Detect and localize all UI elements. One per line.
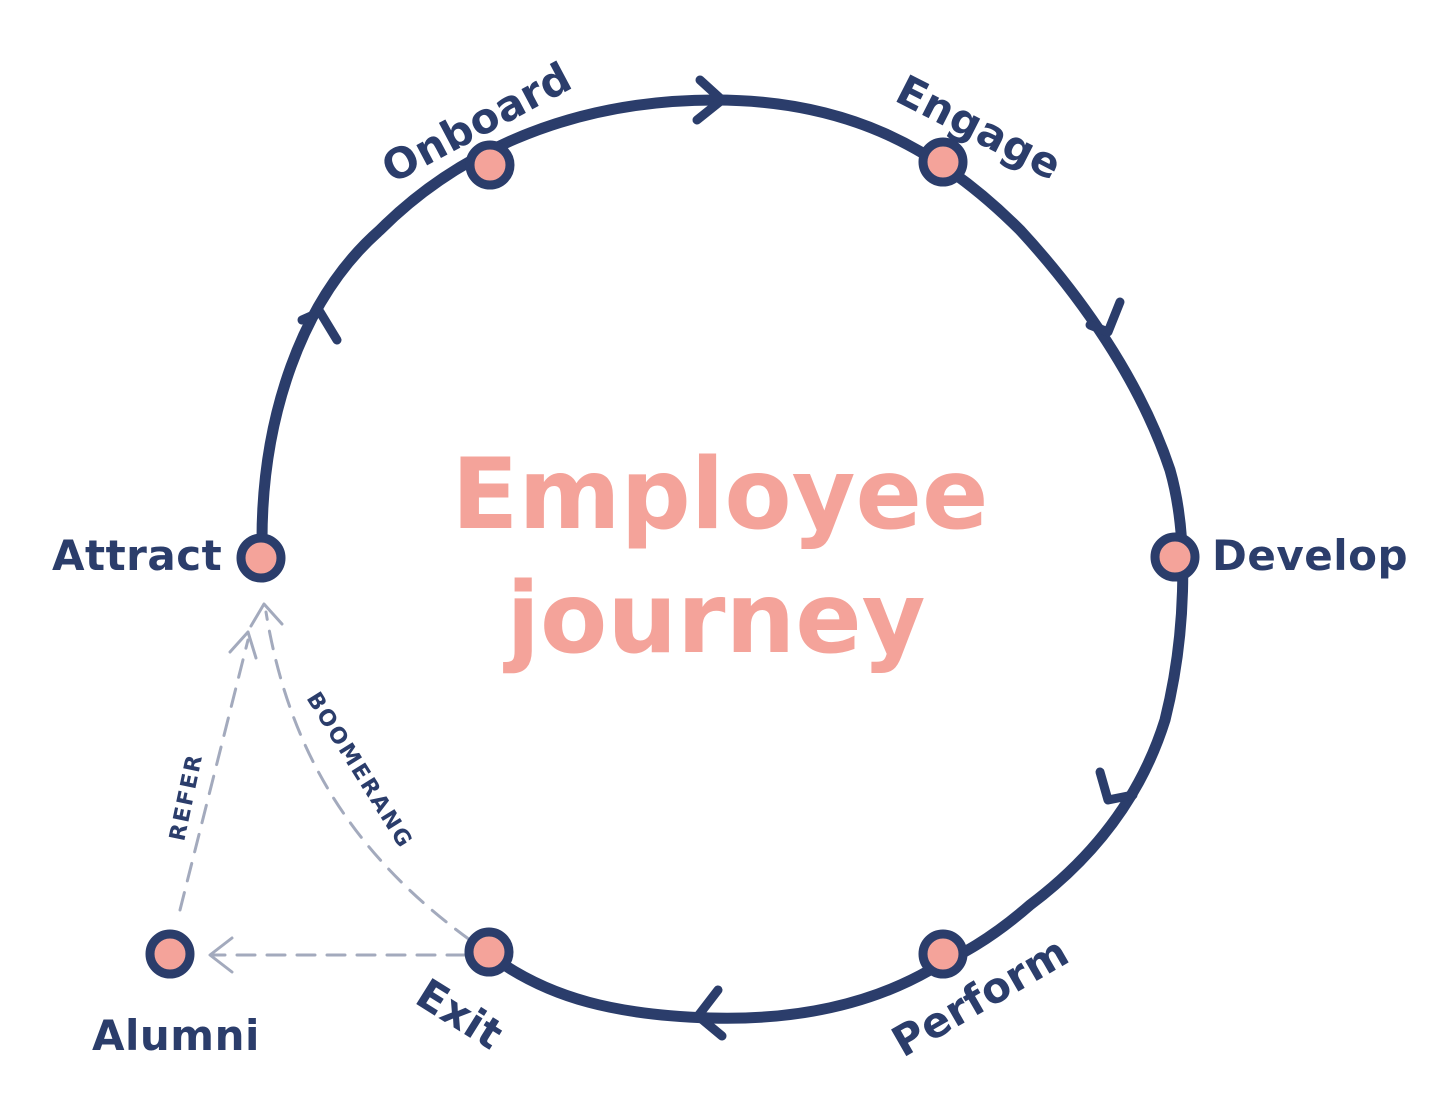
refer-line <box>178 638 250 912</box>
stage-nodes <box>145 137 1200 979</box>
label-boomerang: BOOMERANG <box>301 688 417 853</box>
journey-loop-path <box>256 94 1189 1024</box>
label-exit: Exit <box>408 969 512 1059</box>
node-engage[interactable] <box>918 137 968 187</box>
flow-direction-arrows <box>297 75 1138 1041</box>
node-onboard[interactable] <box>465 140 515 190</box>
arrow-perform-to-exit <box>693 985 727 1041</box>
alumni-arrowhead <box>208 936 234 974</box>
arrow-develop-to-perform <box>1095 767 1138 805</box>
node-attract[interactable] <box>236 533 286 583</box>
refer-arrowhead <box>228 630 258 660</box>
boomerang-line <box>264 610 472 942</box>
label-attract: Attract <box>52 531 222 580</box>
label-engage: Engage <box>888 65 1069 190</box>
label-refer: REFER <box>165 751 208 843</box>
label-alumni: Alumni <box>92 1011 260 1060</box>
boomerang-arrowhead <box>249 602 284 628</box>
label-develop: Develop <box>1212 531 1408 580</box>
center-title-line-1: Employee <box>452 438 989 552</box>
return-arrowheads <box>208 602 284 974</box>
return-flows <box>178 610 472 957</box>
node-perform[interactable] <box>918 929 968 979</box>
node-exit[interactable] <box>464 927 514 977</box>
node-alumni[interactable] <box>145 929 195 979</box>
center-title-line-2: journey <box>502 562 925 676</box>
arrow-onboard-to-engage <box>692 75 727 125</box>
node-develop[interactable] <box>1150 532 1200 582</box>
arrow-attract-to-onboard <box>297 307 342 345</box>
arrow-engage-to-develop <box>1085 297 1125 337</box>
